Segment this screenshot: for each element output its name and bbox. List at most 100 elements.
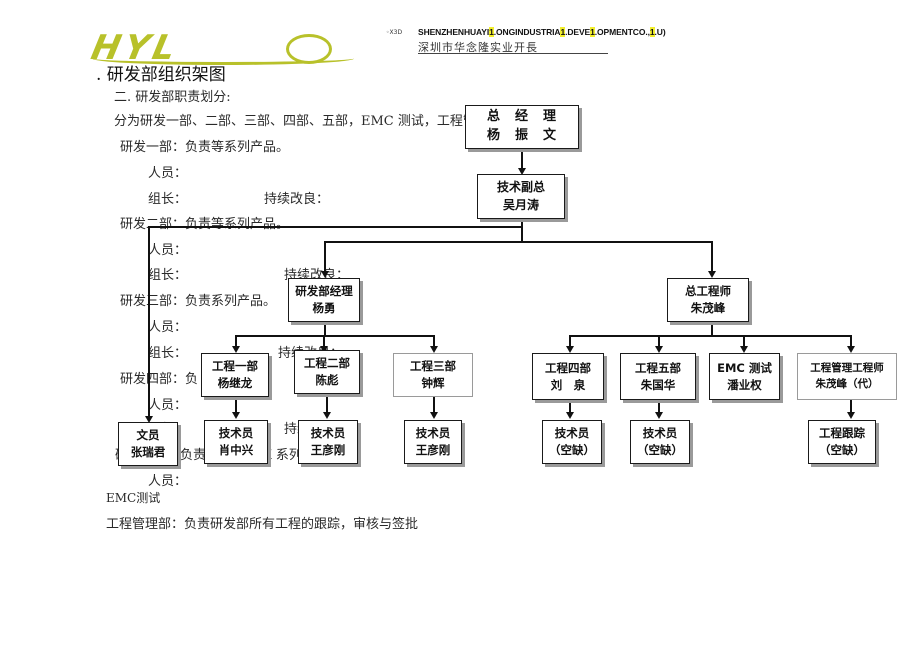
org-box-dept1: 工程一部 杨继龙 [201, 353, 269, 397]
org-box-person: 肖中兴 [218, 443, 254, 457]
org-box-title: 工程跟踪 [819, 426, 865, 441]
connector-line [521, 219, 523, 241]
arrow-icon [321, 271, 329, 278]
org-box-technical-vp: 技术副总 吴月涛 [477, 174, 565, 219]
org-box-title: 文员 [136, 428, 160, 443]
org-box-person: 陈彪 [315, 373, 339, 387]
org-box-chief-engineer: 总工程师 朱茂峰 [667, 278, 749, 322]
org-box-title: 技术员 [218, 426, 254, 441]
org-box-project-tracking: 工程跟踪 （空缺） [808, 420, 876, 464]
connector-line [850, 400, 852, 413]
connector-line [235, 335, 237, 348]
org-box-person: 王彦刚 [310, 443, 346, 457]
org-box-person: 杨勇 [312, 301, 336, 315]
arrow-icon [566, 346, 574, 353]
connector-line [521, 149, 523, 171]
doc-line: 组长： [148, 346, 188, 361]
org-box-person: 吴月涛 [502, 197, 539, 212]
org-box-person: 朱茂峰 [690, 301, 726, 315]
page-title: . 研发部组织架图 [96, 65, 226, 85]
org-box-title: EMC 测试 [717, 360, 772, 375]
company-name-part: .ONGINDUSTRIA [493, 27, 561, 37]
company-name-highlight: 1 [590, 27, 595, 37]
arrow-icon [847, 346, 855, 353]
connector-line [711, 322, 713, 335]
logo-leaf-icon [286, 34, 332, 64]
connector-line [324, 322, 326, 335]
org-box-person: （空缺） [549, 443, 595, 457]
doc-line: 负责 [180, 448, 207, 463]
org-box-dept2: 工程二部 陈彪 [294, 350, 360, 394]
org-box-person: 杨 振 文 [486, 128, 557, 143]
doc-line: 研发二部：负责等系列产品。 [120, 217, 290, 232]
section-heading: 二. 研发部职责划分: [114, 90, 231, 105]
connector-line [569, 335, 571, 348]
connector-line [850, 335, 852, 348]
doc-line: 研发一部：负责等系列产品。 [120, 140, 290, 155]
org-box-person: 潘业权 [727, 377, 762, 392]
org-box-dept3: 工程三部 钟辉 [393, 353, 473, 397]
company-name-part: .DEVE [565, 27, 591, 37]
doc-line: 工程管理部：负责研发部所有工程的跟踪，审核与签批 [106, 517, 419, 532]
connector-line [324, 241, 713, 243]
org-box-title: 工程管理工程师 [810, 362, 884, 375]
org-box-technician-2: 技术员 王彦刚 [298, 420, 358, 464]
company-name-highlight: 1 [489, 27, 494, 37]
org-box-title: 技术员 [554, 426, 590, 441]
org-box-technician-1: 技术员 肖中兴 [204, 420, 268, 464]
company-name-part: .OPMENTCO., [594, 27, 650, 37]
org-box-title: 技术员 [310, 426, 346, 441]
company-name-highlight: 1 [649, 27, 655, 37]
org-box-technician-3: 技术员 王彦刚 [404, 420, 462, 464]
connector-line [743, 335, 745, 348]
org-box-rd-manager: 研发部经理 杨勇 [288, 278, 360, 322]
org-box-general-manager: 总 经 理 杨 振 文 [465, 105, 579, 149]
org-box-title: 工程三部 [410, 359, 456, 374]
company-name-en: SHENZHENHUAYI1.ONGINDUSTRIA1.DEVE1.OPMEN… [418, 27, 666, 37]
doc-line: 人员： [148, 398, 188, 413]
company-name-part: SHENZHENHUAYI [418, 27, 490, 37]
org-box-title: 技术员 [642, 426, 678, 441]
arrow-icon [232, 412, 240, 419]
doc-line: 组长： [148, 192, 188, 207]
org-box-title: 工程一部 [212, 359, 258, 374]
org-box-person: 杨继龙 [217, 376, 253, 390]
org-box-title: 工程四部 [545, 360, 591, 375]
logo-swoosh [92, 52, 354, 65]
org-box-person: 王彦刚 [415, 443, 451, 457]
org-box-person: 朱茂峰（代） [815, 377, 879, 390]
connector-line [433, 397, 435, 413]
org-box-emc-test: EMC 测试 潘业权 [709, 353, 780, 400]
org-box-title: 总 经 理 [486, 109, 557, 125]
connector-line [569, 400, 571, 413]
doc-line: 研发三部：负责系列产品。 [120, 294, 277, 309]
doc-line: 人员： [148, 474, 188, 489]
arrow-icon [518, 168, 526, 175]
org-box-dept5: 工程五部 朱国华 [620, 353, 696, 400]
org-box-person: （空缺） [819, 443, 865, 457]
org-box-title: 总工程师 [685, 284, 731, 299]
doc-line: 组长： [148, 268, 188, 283]
doc-line: 研发四部：负 [120, 372, 199, 387]
org-box-title: 工程五部 [635, 360, 681, 375]
header-divider [418, 53, 608, 54]
org-box-project-management: 工程管理工程师 朱茂峰（代） [797, 353, 897, 400]
company-name-cn: 深圳市华念隆实业开長 [418, 41, 538, 54]
doc-line: K 系列 [262, 448, 302, 463]
org-box-clerk: 文员 张瑞君 [118, 422, 178, 466]
arrow-icon [655, 412, 663, 419]
org-box-title: 技术副总 [496, 180, 545, 195]
connector-line [148, 226, 523, 228]
connector-line [323, 335, 325, 348]
arrow-icon [323, 412, 331, 419]
org-box-person: 刘 泉 [550, 377, 586, 392]
org-box-title: 研发部经理 [295, 284, 353, 299]
company-logo: HYL [88, 28, 362, 68]
connector-line [433, 335, 435, 348]
connector-line [658, 335, 660, 348]
company-name-part: .U) [654, 27, 666, 37]
arrow-icon [847, 412, 855, 419]
connector-line [235, 397, 237, 413]
doc-line: 人员： [148, 320, 188, 335]
doc-line: 人员： [148, 243, 188, 258]
